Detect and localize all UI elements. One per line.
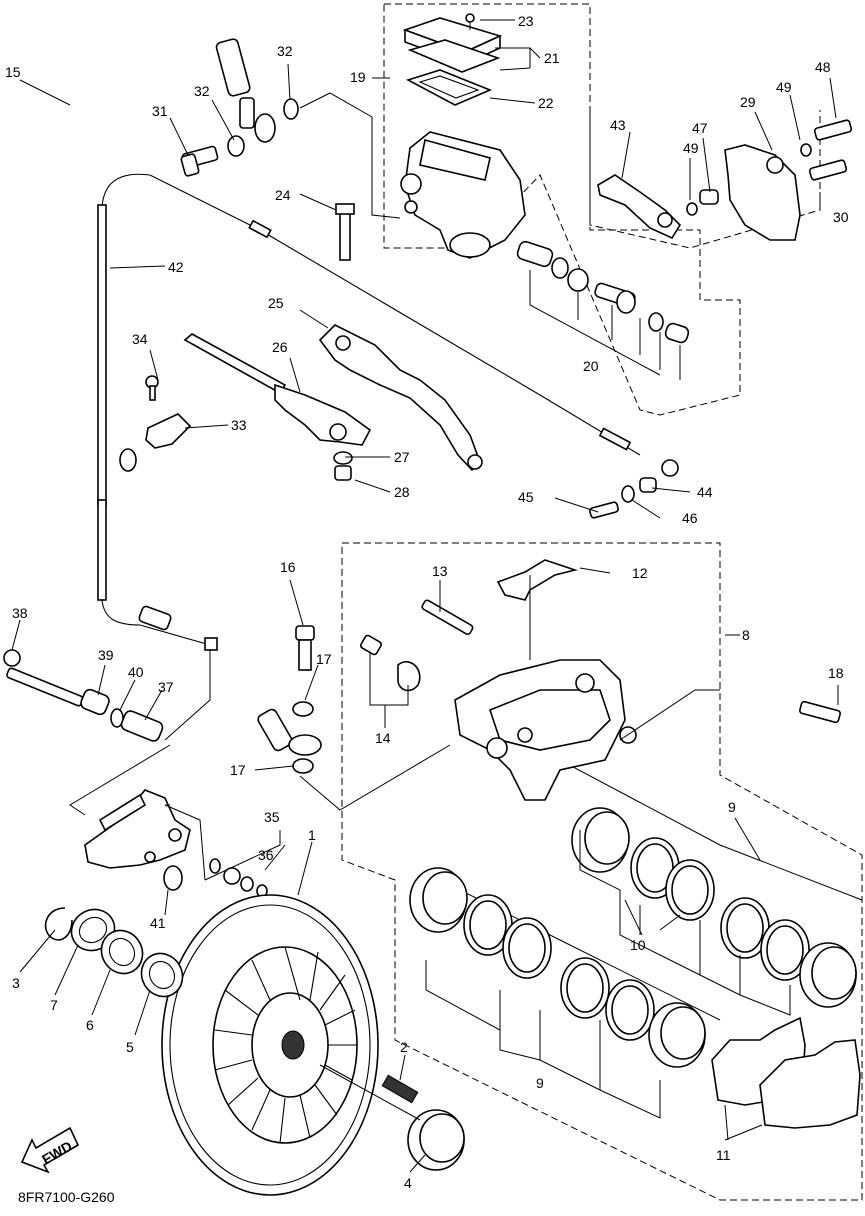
callout-30: 30 xyxy=(833,209,849,225)
callout-36: 36 xyxy=(258,847,274,863)
callout-3: 3 xyxy=(12,975,20,991)
callout-33: 33 xyxy=(231,417,247,433)
callout-46: 46 xyxy=(682,510,698,526)
callout-42: 42 xyxy=(168,259,184,275)
callout-47: 47 xyxy=(692,120,708,136)
callout-9a: 9 xyxy=(728,799,736,815)
callout-49b: 49 xyxy=(683,140,699,156)
callout-29: 29 xyxy=(740,94,756,110)
callout-4: 4 xyxy=(404,1175,412,1191)
callout-35: 35 xyxy=(264,809,280,825)
callout-9b: 9 xyxy=(536,1075,544,1091)
cable-clamp xyxy=(145,375,192,449)
callout-45: 45 xyxy=(518,489,534,505)
callout-16: 16 xyxy=(280,559,296,575)
callout-2: 2 xyxy=(400,1039,408,1055)
callout-39: 39 xyxy=(98,647,114,663)
callout-11: 11 xyxy=(716,1147,731,1163)
brake-pads xyxy=(711,1016,861,1129)
callout-7: 7 xyxy=(50,997,58,1013)
callout-28: 28 xyxy=(394,484,410,500)
callout-6: 6 xyxy=(86,1017,94,1033)
callout-26: 26 xyxy=(272,339,288,355)
parking-caliper xyxy=(3,649,268,898)
union-bolt-set xyxy=(180,98,299,177)
callout-48: 48 xyxy=(815,59,831,75)
callout-44: 44 xyxy=(697,484,713,500)
brake-caliper xyxy=(292,559,841,801)
parking-lever-assembly xyxy=(597,119,853,241)
parking-lever-holder xyxy=(183,333,372,481)
callout-22: 22 xyxy=(538,95,554,111)
callout-43: 43 xyxy=(610,117,626,133)
disc-hardware xyxy=(44,907,465,1171)
callout-10: 10 xyxy=(630,937,646,953)
caliper-pistons xyxy=(409,807,857,1068)
callout-19: 19 xyxy=(350,69,366,85)
callout-32b: 32 xyxy=(277,43,293,59)
callout-8: 8 xyxy=(742,627,750,643)
callout-34: 34 xyxy=(132,331,148,347)
piston-kit xyxy=(516,240,690,380)
callout-20: 20 xyxy=(583,358,599,374)
callout-21: 21 xyxy=(544,50,560,66)
callout-41: 41 xyxy=(150,915,166,931)
caliper-group-outline xyxy=(341,542,863,1201)
callout-25: 25 xyxy=(268,295,284,311)
callout-1: 1 xyxy=(308,827,316,843)
callout-37: 37 xyxy=(158,679,174,695)
brake-hose xyxy=(20,14,322,756)
brake-lever xyxy=(318,324,483,472)
callout-13: 13 xyxy=(432,563,448,579)
callout-5: 5 xyxy=(126,1039,134,1055)
callout-49a: 49 xyxy=(776,79,792,95)
callout-27: 27 xyxy=(394,449,410,465)
callout-31: 31 xyxy=(152,103,168,119)
lever-pin-set xyxy=(589,477,657,519)
drawing-code: 8FR7100-G260 xyxy=(18,1189,115,1205)
callout-15: 15 xyxy=(5,64,21,80)
callout-12: 12 xyxy=(632,565,648,581)
callout-38: 38 xyxy=(12,605,28,621)
brake-disc xyxy=(161,894,379,1196)
callout-24: 24 xyxy=(275,187,291,203)
fwd-arrow-icon: FWD xyxy=(20,1126,80,1174)
master-cylinder-group-outline xyxy=(383,3,741,416)
callout-labels: 1 2 3 4 5 6 7 8 9 9 10 11 12 13 14 15 16… xyxy=(5,13,849,1191)
callout-32a: 32 xyxy=(194,83,210,99)
callout-18: 18 xyxy=(828,665,844,681)
callout-40: 40 xyxy=(128,664,144,680)
callout-14: 14 xyxy=(375,730,391,746)
callout-17b: 17 xyxy=(230,762,246,778)
leader-lines xyxy=(11,19,839,1173)
callout-17a: 17 xyxy=(316,651,332,667)
master-cylinder xyxy=(335,13,690,380)
parking-brake-cable xyxy=(97,173,679,651)
callout-23: 23 xyxy=(518,13,534,29)
